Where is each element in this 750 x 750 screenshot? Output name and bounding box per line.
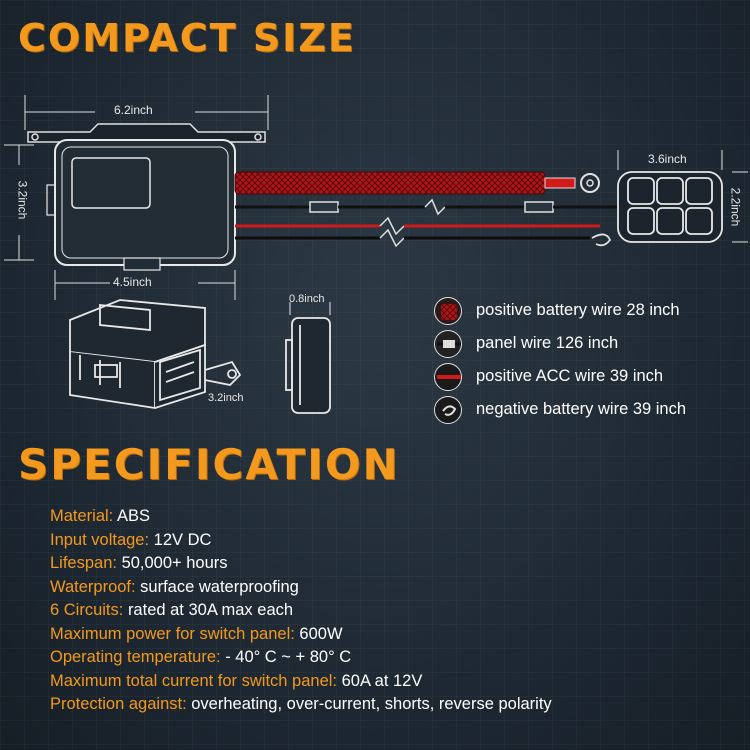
legend-item: negative battery wire 39 inch — [434, 393, 744, 426]
panel-width-label: 3.6inch — [648, 152, 687, 166]
spec-item: Protection against: overheating, over-cu… — [50, 693, 552, 717]
spec-item: Operating temperature: - 40° C ~ + 80° C — [50, 646, 552, 670]
spec-label: Maximum total current for switch panel: — [50, 671, 342, 690]
specification-list: Material: ABS Input voltage: 12V DC Life… — [50, 505, 552, 717]
box-bottom-dimension-line — [54, 270, 236, 300]
spec-value: 12V DC — [153, 530, 212, 549]
box-width-dimension-line — [24, 95, 269, 130]
legend-item: positive ACC wire 39 inch — [434, 360, 744, 393]
panel-dimension-lines — [617, 150, 748, 243]
negative-battery-wire — [235, 228, 612, 248]
legend-item: panel wire 126 inch — [434, 327, 744, 360]
spec-item: Maximum power for switch panel: 600W — [50, 623, 552, 647]
spec-value: surface waterproofing — [140, 577, 299, 596]
ring-terminal-icon — [434, 395, 462, 424]
spec-value: 600W — [299, 624, 343, 643]
legend-label: positive ACC wire 39 inch — [476, 367, 664, 385]
spec-value: overheating, over-current, shorts, rever… — [191, 695, 552, 713]
legend-item: positive battery wire 28 inch — [434, 294, 744, 327]
spec-item: Waterproof: surface waterproofing — [50, 576, 552, 600]
legend-label: positive battery wire 28 inch — [476, 301, 680, 319]
compact-size-heading: COMPACT SIZE — [18, 16, 356, 60]
wire-legend: positive battery wire 28 inch panel wire… — [434, 294, 744, 426]
switch-panel — [617, 171, 723, 243]
positive-acc-wire — [235, 216, 600, 236]
spec-label: Protection against: — [50, 695, 192, 713]
specification-heading: SPECIFICATION — [18, 440, 400, 489]
spec-value: - 40° C ~ + 80° C — [225, 648, 352, 666]
spec-label: 6 Circuits: — [50, 601, 128, 619]
spec-value: rated at 30A max each — [127, 601, 294, 619]
panel-connector-wire-icon — [434, 329, 462, 358]
spec-label: Waterproof: — [50, 577, 141, 596]
legend-label: panel wire 126 inch — [476, 334, 619, 352]
positive-battery-wire — [234, 171, 600, 195]
fuse-box-side-view — [285, 302, 331, 414]
box-width-label: 6.2inch — [114, 103, 153, 117]
fuse-box-isometric-view — [69, 299, 242, 410]
fuse-box-top-view — [46, 139, 236, 271]
spec-label: Input voltage: — [50, 530, 154, 549]
spec-item: Lifespan: 50,000+ hours — [50, 552, 552, 576]
spec-value: 50,000+ hours — [121, 554, 228, 572]
spec-label: Lifespan: — [50, 554, 122, 572]
side-depth-label: 0.8inch — [289, 293, 325, 305]
legend-label: negative battery wire 39 inch — [476, 400, 687, 418]
spec-item: Maximum total current for switch panel: … — [50, 670, 552, 694]
panel-height-label: 2.2inch — [728, 187, 743, 227]
spec-item: 6 Circuits: rated at 30A max each — [50, 599, 552, 623]
spec-value: 60A at 12V — [341, 671, 423, 690]
box-height-label: 3.2inch — [15, 180, 30, 220]
box-height-dimension-line — [4, 144, 34, 261]
panel-wire — [235, 198, 618, 216]
spec-value: ABS — [116, 507, 150, 525]
red-braided-wire-icon — [434, 296, 462, 325]
iso-depth-label: 3.2inch — [208, 392, 244, 404]
spec-item: Material: ABS — [50, 505, 552, 529]
box-bottom-label: 4.5inch — [113, 275, 152, 289]
red-wire-icon — [434, 362, 462, 391]
spec-item: Input voltage: 12V DC — [50, 529, 552, 553]
spec-label: Maximum power for switch panel: — [50, 624, 300, 643]
spec-label: Operating temperature: — [50, 648, 226, 666]
spec-label: Material: — [50, 507, 117, 525]
